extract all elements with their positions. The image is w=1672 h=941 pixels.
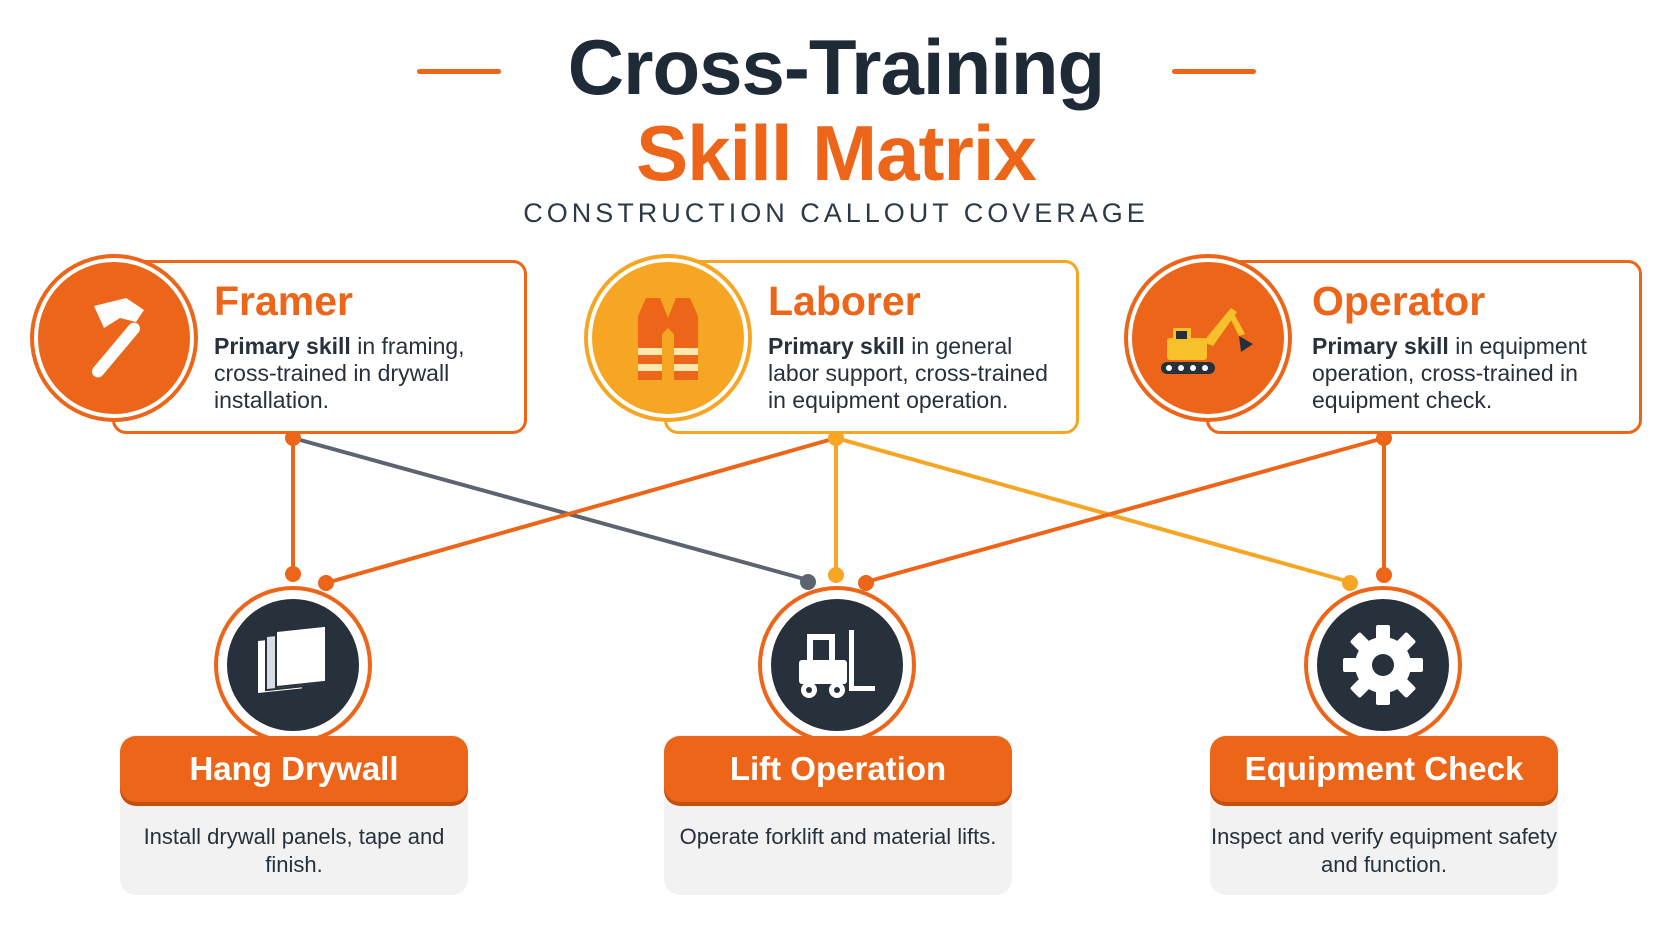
skill-desc-lift: Operate forklift and material lifts. [679, 824, 997, 849]
role-desc-operator: Primary skill in equipment operation, cr… [1312, 333, 1587, 413]
forklift-icon [799, 630, 875, 698]
skill-node-lift [762, 590, 912, 740]
title-dash-left [417, 69, 501, 74]
excavator-icon [1161, 308, 1253, 374]
subtitle: CONSTRUCTION CALLOUT COVERAGE [523, 198, 1149, 228]
title-dash-right [1172, 69, 1256, 74]
role-card-operator [1206, 260, 1642, 434]
skill-label-lift: Lift Operation [664, 736, 1012, 802]
dot-check-a [1342, 575, 1358, 591]
dot-laborer [828, 430, 844, 446]
role-desc-framer: Primary skill in framing, cross-trained … [214, 333, 465, 413]
link-laborer-check [835, 436, 1351, 584]
skill-node-check [1308, 590, 1458, 740]
dot-lift-a [800, 574, 816, 590]
dot-framer [285, 430, 301, 446]
skill-desc-drywall: Install drywall panels, tape and finish. [143, 824, 445, 877]
link-laborer-drywall [325, 436, 837, 585]
role-title-framer: Framer [214, 278, 354, 324]
safety-vest-icon [638, 298, 698, 380]
hammer-icon [92, 298, 144, 378]
title-line-2: Skill Matrix [636, 109, 1037, 197]
skill-label-check: Equipment Check [1210, 736, 1558, 802]
role-icon-operator [1128, 258, 1288, 418]
dot-operator [1376, 430, 1392, 446]
link-operator-lift [865, 436, 1385, 584]
skill-desc-check: Inspect and verify equipment safety and … [1210, 824, 1558, 877]
dot-drywall-b [318, 575, 334, 591]
skill-label-drywall: Hang Drywall [120, 736, 468, 802]
dot-lift-c [858, 575, 874, 591]
skill-core-check [1317, 599, 1449, 731]
role-title-operator: Operator [1312, 278, 1486, 324]
title-line-1: Cross-Training [567, 23, 1105, 111]
gear-icon [1343, 625, 1423, 705]
drywall-panels-icon [258, 624, 327, 693]
role-icon-laborer [588, 258, 748, 418]
skill-node-drywall [218, 590, 368, 740]
role-desc-laborer: Primary skill in general labor support, … [768, 333, 1048, 413]
role-title-laborer: Laborer [768, 278, 921, 324]
link-framer-lift [292, 436, 809, 582]
dot-drywall-a [285, 566, 301, 582]
dot-check-b [1376, 567, 1392, 583]
role-icon-framer [34, 258, 194, 418]
skill-core-lift [771, 599, 903, 731]
dot-lift-b [828, 567, 844, 583]
skill-core-drywall [227, 599, 359, 731]
